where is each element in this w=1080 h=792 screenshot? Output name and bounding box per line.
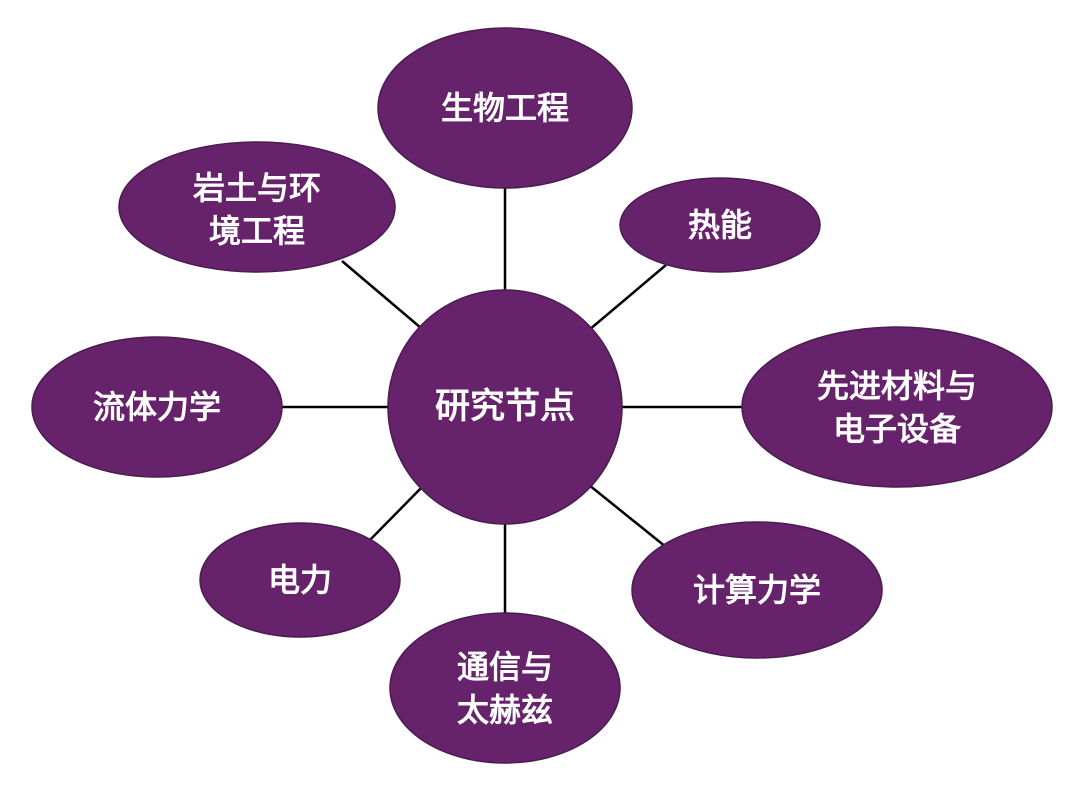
node-thermal-energy: 热能 (619, 177, 821, 273)
node-communication-terahertz-shape (389, 612, 621, 764)
node-fluid-mechanics-shape (31, 336, 283, 478)
node-communication-terahertz-label-line1: 通信与 (457, 648, 553, 686)
node-electric-power-label: 电力 (268, 561, 332, 599)
node-geotechnical-environmental-label-line1: 岩土与环 (193, 169, 321, 207)
node-advanced-materials-electronics-label-line1: 先进材料与 (817, 367, 977, 405)
node-bioengineering: 生物工程 (377, 27, 633, 189)
node-bioengineering-label: 生物工程 (441, 89, 569, 127)
connector-electric-power (367, 484, 425, 543)
node-computational-mechanics-shape (631, 521, 883, 659)
connector-thermal-energy (588, 264, 667, 331)
center-node-label: 研究节点 (435, 387, 575, 427)
connector-geotechnical-environmental (341, 260, 422, 329)
node-electric-power: 电力 (199, 522, 401, 638)
node-communication-terahertz: 通信与 太赫兹 (389, 612, 621, 764)
node-geotechnical-environmental-shape (118, 141, 396, 273)
node-electric-power-shape (199, 522, 401, 638)
connector-computational-mechanics (588, 484, 667, 548)
node-communication-terahertz-label-line2: 太赫兹 (457, 691, 553, 729)
node-computational-mechanics: 计算力学 (631, 521, 883, 659)
node-thermal-energy-shape (619, 177, 821, 273)
center-node: 研究节点 (387, 289, 623, 525)
node-fluid-mechanics: 流体力学 (31, 336, 283, 478)
node-advanced-materials-electronics-shape (741, 326, 1053, 488)
node-geotechnical-environmental: 岩土与环 境工程 (118, 141, 396, 273)
node-geotechnical-environmental-label-line2: 境工程 (209, 212, 305, 250)
node-advanced-materials-electronics-label-line2: 电子设备 (833, 410, 962, 448)
node-bioengineering-shape (377, 27, 633, 189)
node-advanced-materials-electronics: 先进材料与 电子设备 (741, 326, 1053, 488)
node-computational-mechanics-label: 计算力学 (693, 571, 821, 609)
node-fluid-mechanics-label: 流体力学 (93, 388, 221, 426)
center-node-shape (387, 289, 623, 525)
connectors (281, 188, 743, 614)
node-thermal-energy-label: 热能 (688, 206, 752, 244)
